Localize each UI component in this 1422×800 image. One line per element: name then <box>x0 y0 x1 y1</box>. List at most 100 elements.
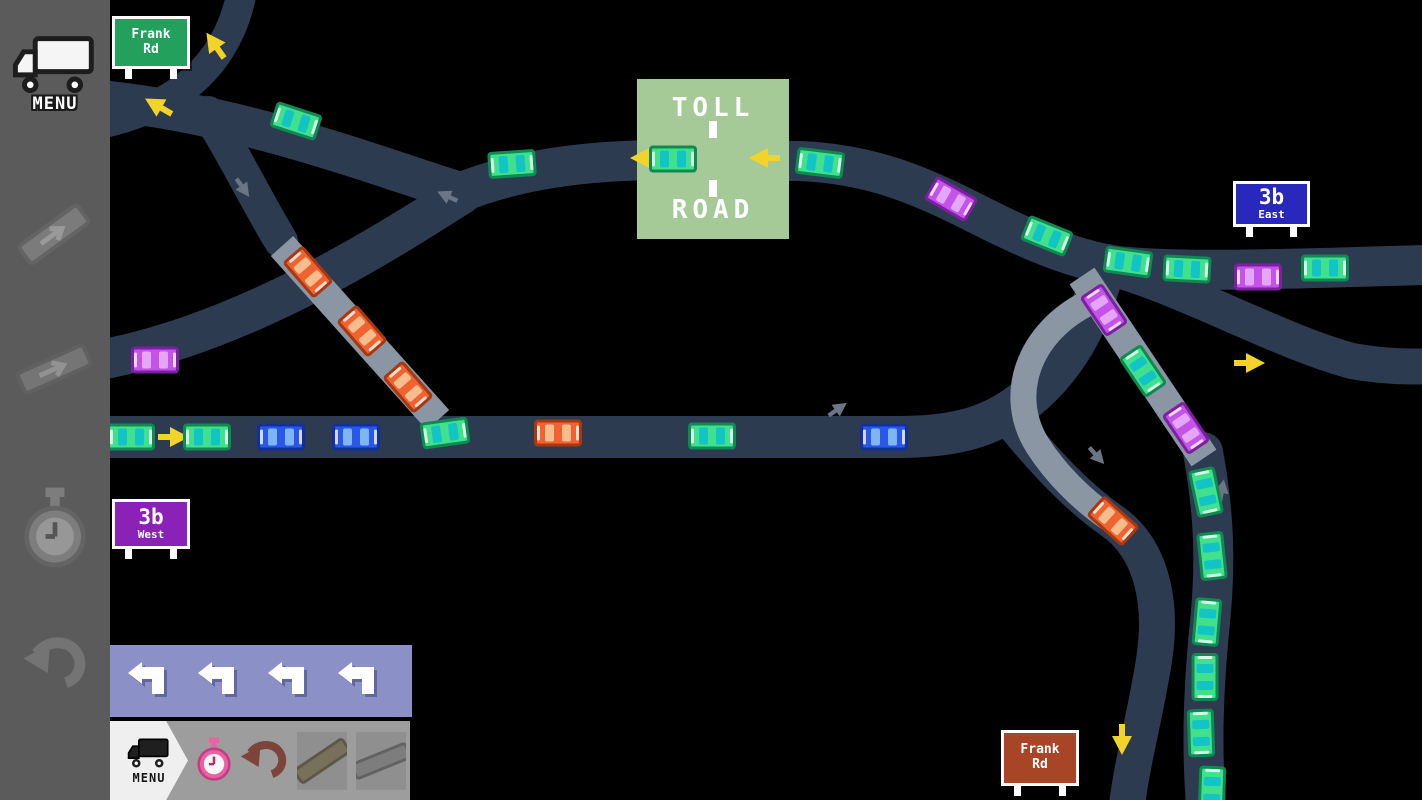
car-orange <box>336 304 388 358</box>
menu-button-secondary[interactable]: MENU <box>110 721 188 800</box>
sign-text: Rd <box>143 41 159 57</box>
car-green <box>1191 596 1223 648</box>
car-green <box>794 146 846 180</box>
sign-board: 3b East <box>1233 181 1310 227</box>
turn-arrow-icon[interactable] <box>198 662 240 700</box>
car-purple <box>923 175 979 223</box>
sign-frank-rd-bottom: Frank Rd <box>1001 730 1079 796</box>
road-tool-one-button-secondary[interactable] <box>293 731 351 791</box>
gray-direction-arrow <box>433 184 461 208</box>
gray-direction-arrow <box>1083 442 1110 470</box>
yellow-direction-arrow <box>197 26 233 65</box>
turn-arrow-icon[interactable] <box>268 662 310 700</box>
car-green <box>1019 214 1075 258</box>
car-green <box>688 422 736 450</box>
road-tool-two-button-secondary[interactable] <box>350 731 412 791</box>
car-green <box>1162 254 1212 284</box>
car-green <box>1197 765 1227 800</box>
sign-board: 3b West <box>112 499 190 549</box>
sign-3b-west: 3b West <box>112 499 190 559</box>
car-orange <box>1086 494 1140 548</box>
car-orange <box>282 245 334 299</box>
car-blue <box>332 423 380 451</box>
sign-frank-rd-top: Frank Rd <box>112 16 190 79</box>
car-green <box>419 416 471 450</box>
car-green <box>1187 465 1225 519</box>
road-ramp-icon <box>16 343 93 395</box>
yellow-direction-arrow <box>748 147 780 169</box>
truck-icon <box>127 738 169 768</box>
car-green <box>1186 708 1216 758</box>
sign-board: Frank Rd <box>112 16 190 69</box>
road-tile-icon <box>350 731 412 790</box>
road-overpass-segment <box>1010 290 1118 530</box>
timer-button-secondary[interactable] <box>197 736 231 786</box>
sign-text: 3b <box>138 504 164 529</box>
yellow-direction-arrow <box>158 426 190 448</box>
menu-button[interactable]: MENU <box>0 32 110 114</box>
sign-text: Rd <box>1032 757 1048 772</box>
sign-legs <box>112 69 190 79</box>
road-tile-icon <box>293 731 351 790</box>
stopwatch-icon <box>197 737 231 781</box>
road-segment <box>1107 254 1422 385</box>
sidebar: MENU <box>0 0 110 800</box>
undo-button[interactable] <box>0 634 110 690</box>
car-green <box>1118 343 1168 399</box>
gray-direction-arrow <box>824 396 852 422</box>
bottom-toolbar: MENU <box>110 721 412 800</box>
car-green <box>1191 653 1219 701</box>
road-segment <box>191 96 298 258</box>
menu-label: MENU <box>32 94 78 114</box>
sign-legs <box>1233 227 1310 237</box>
car-purple <box>1234 263 1282 291</box>
sign-text: East <box>1258 207 1285 221</box>
undo-icon <box>240 740 287 778</box>
car-green <box>269 100 323 142</box>
car-blue <box>257 423 305 451</box>
sign-text: West <box>137 527 165 541</box>
turn-arrow-icon[interactable] <box>128 662 170 700</box>
car-green <box>1196 530 1228 582</box>
turn-arrow-icon[interactable] <box>338 662 380 700</box>
stopwatch-icon <box>24 487 86 568</box>
car-green <box>649 145 697 173</box>
turn-panel <box>110 645 412 717</box>
undo-button-secondary[interactable] <box>240 738 288 784</box>
timer-button[interactable] <box>0 486 110 568</box>
gray-direction-arrow <box>230 174 256 202</box>
road-tool-one-button[interactable] <box>0 190 110 282</box>
toll-gate-marker <box>709 180 717 197</box>
car-blue <box>860 423 908 451</box>
sign-3b-east: 3b East <box>1233 181 1310 237</box>
sign-text: Frank <box>1020 742 1060 758</box>
road-tool-two-button[interactable] <box>0 325 110 417</box>
car-green <box>1102 245 1154 279</box>
yellow-direction-arrow <box>1111 724 1133 756</box>
car-green <box>183 423 231 451</box>
car-orange <box>382 360 434 414</box>
car-orange <box>534 419 582 447</box>
sign-legs <box>112 549 190 559</box>
car-purple <box>1079 282 1129 338</box>
car-green <box>107 423 155 451</box>
road-ramp-icon <box>17 203 90 265</box>
truck-icon <box>12 36 94 94</box>
sign-text: Frank <box>131 26 171 42</box>
car-green <box>487 148 537 180</box>
car-purple <box>1161 400 1211 456</box>
car-purple <box>131 346 179 374</box>
undo-icon <box>23 637 86 688</box>
yellow-direction-arrow <box>1234 352 1266 374</box>
toll-sign-top-text: TOLL <box>671 93 755 123</box>
menu-label: MENU <box>132 771 166 785</box>
yellow-direction-arrow <box>139 88 178 123</box>
car-green <box>1301 254 1349 282</box>
sign-legs <box>1001 786 1079 796</box>
sign-text: 3b <box>1258 184 1285 209</box>
toll-gate-marker <box>709 121 717 138</box>
sign-board: Frank Rd <box>1001 730 1079 786</box>
